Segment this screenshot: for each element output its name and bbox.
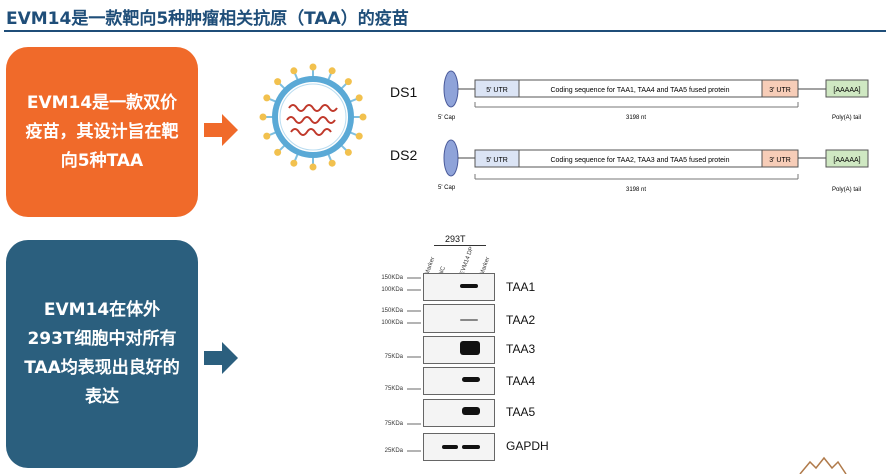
blot-band — [462, 407, 480, 415]
coding-label: Coding sequence for TAA2, TAA3 and TAA5 … — [550, 157, 729, 164]
blot-target-label: TAA1 — [506, 280, 536, 294]
blot-band — [462, 377, 480, 382]
arrow-right-icon — [204, 342, 238, 374]
blot-target-label: TAA2 — [506, 313, 536, 327]
construct-ds2: DS2 5' UTR Coding sequence for TAA2, TAA… — [390, 139, 869, 193]
blot-band — [460, 341, 480, 355]
blot-target-label: TAA4 — [506, 374, 536, 388]
lipid-nanoparticle-icon — [259, 63, 367, 171]
summary-card-text: EVM14是一款双价疫苗，其设计旨在靶向5种TAA — [25, 92, 179, 171]
blot-band — [462, 445, 480, 449]
logo-icon — [799, 456, 847, 474]
polya-tail-label: Poly(A) tail — [832, 115, 861, 121]
polya-label: [AAAAA] — [833, 87, 860, 94]
kda-marker: 75KDa — [384, 386, 403, 392]
blot-target-label: TAA5 — [506, 405, 536, 419]
construct-name: DS1 — [390, 84, 417, 100]
blot-band — [460, 284, 478, 288]
lane-label: EVM14 DP — [459, 246, 476, 276]
blot-panel-taa3 — [423, 336, 495, 364]
kda-marker: 100KDa — [381, 287, 403, 293]
kda-marker: 150KDa — [381, 275, 403, 281]
length-label: 3198 nt — [626, 187, 646, 193]
utr5-label: 5' UTR — [486, 87, 508, 94]
blot-panel-gapdh — [423, 433, 495, 461]
summary-card-expression: EVM14在体外293T细胞中对所有TAA均表现出良好的表达 — [6, 240, 198, 468]
blot-band — [442, 445, 458, 449]
cell-line-bracket — [434, 245, 486, 246]
cap-label: 5' Cap — [438, 185, 456, 191]
kda-marker: 75KDa — [384, 354, 403, 360]
cell-line-label: 293T — [445, 234, 466, 244]
length-label: 3198 nt — [626, 115, 646, 121]
construct-ds1: DS1 5' UTR Coding sequence for TAA1, TAA… — [390, 70, 869, 121]
blot-target-label: GAPDH — [506, 439, 549, 453]
kda-marker: 150KDa — [381, 308, 403, 314]
cap-label: 5' Cap — [438, 115, 456, 121]
blot-target-label: TAA3 — [506, 342, 536, 356]
kda-marker: 25KDa — [384, 448, 403, 454]
coding-label: Coding sequence for TAA1, TAA4 and TAA5 … — [550, 87, 729, 94]
polya-label: [AAAAA] — [833, 157, 860, 164]
kda-marker: 75KDa — [384, 421, 403, 427]
title-underline — [4, 30, 886, 32]
utr5-label: 5' UTR — [486, 157, 508, 164]
construct-name: DS2 — [390, 147, 417, 163]
marker-arrows — [407, 277, 421, 452]
blot-panel-taa1 — [423, 273, 495, 301]
polya-tail-label: Poly(A) tail — [832, 187, 861, 193]
mrna-construct-diagram: DS1 5' UTR Coding sequence for TAA1, TAA… — [390, 70, 869, 193]
blot-panel-taa5 — [423, 399, 495, 427]
utr3-label: 3' UTR — [769, 157, 791, 164]
blot-panel-taa4 — [423, 367, 495, 395]
blot-band — [460, 319, 478, 321]
kda-marker: 100KDa — [381, 320, 403, 326]
page-title: EVM14是一款靶向5种肿瘤相关抗原（TAA）的疫苗 — [6, 9, 409, 29]
blot-panel-taa2 — [423, 304, 495, 333]
summary-card-text: EVM14在体外293T细胞中对所有TAA均表现出良好的表达 — [24, 300, 180, 407]
utr3-label: 3' UTR — [769, 87, 791, 94]
arrow-right-icon — [204, 114, 238, 146]
summary-card-bivalent: EVM14是一款双价疫苗，其设计旨在靶向5种TAA — [6, 47, 198, 217]
